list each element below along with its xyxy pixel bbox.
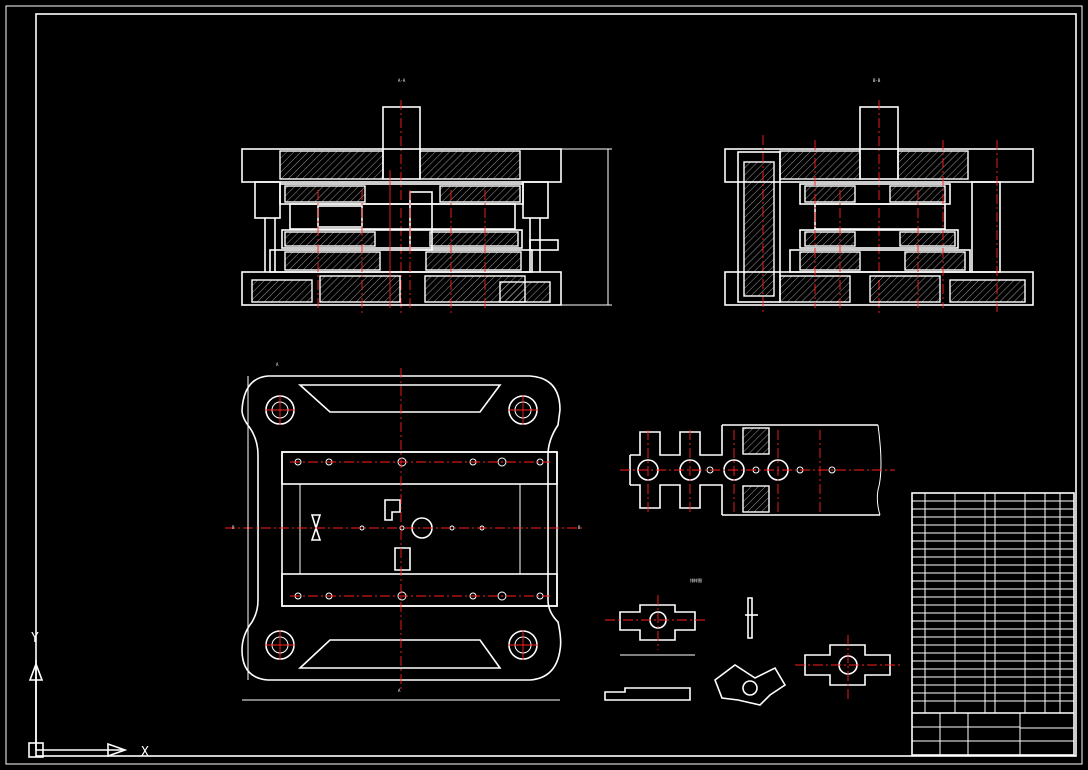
side-section-label: B-B — [873, 78, 881, 83]
bom-rows — [912, 500, 1074, 702]
plan-view[interactable]: A A B B — [225, 362, 585, 701]
plan-label-left: B — [232, 525, 235, 530]
outer-border — [5, 5, 1083, 765]
side-section-view[interactable]: B-B — [724, 78, 1034, 315]
plan-label-right: B — [578, 525, 581, 530]
part-drawing-3[interactable] — [795, 635, 900, 700]
front-section-view[interactable]: A-A — [241, 78, 612, 315]
inner-frame — [35, 13, 1077, 757]
plan-label-top: A — [276, 362, 279, 367]
front-section-label: A-A — [398, 78, 406, 83]
part-drawing-2[interactable] — [745, 597, 758, 639]
ucs-y-label: Y — [31, 631, 39, 646]
ucs-x-label: X — [141, 745, 149, 760]
strip-label: 排样图 — [690, 577, 702, 583]
part-isometric[interactable] — [714, 664, 787, 706]
strip-layout[interactable]: 排样图 — [620, 424, 895, 583]
bom-table[interactable] — [911, 492, 1075, 756]
part-drawing-1[interactable] — [605, 595, 705, 656]
ucs-icon: Y X — [28, 631, 149, 760]
part-drawing-4[interactable] — [604, 687, 691, 701]
title-block — [912, 713, 1074, 755]
plan-label-bottom: A — [398, 688, 401, 693]
